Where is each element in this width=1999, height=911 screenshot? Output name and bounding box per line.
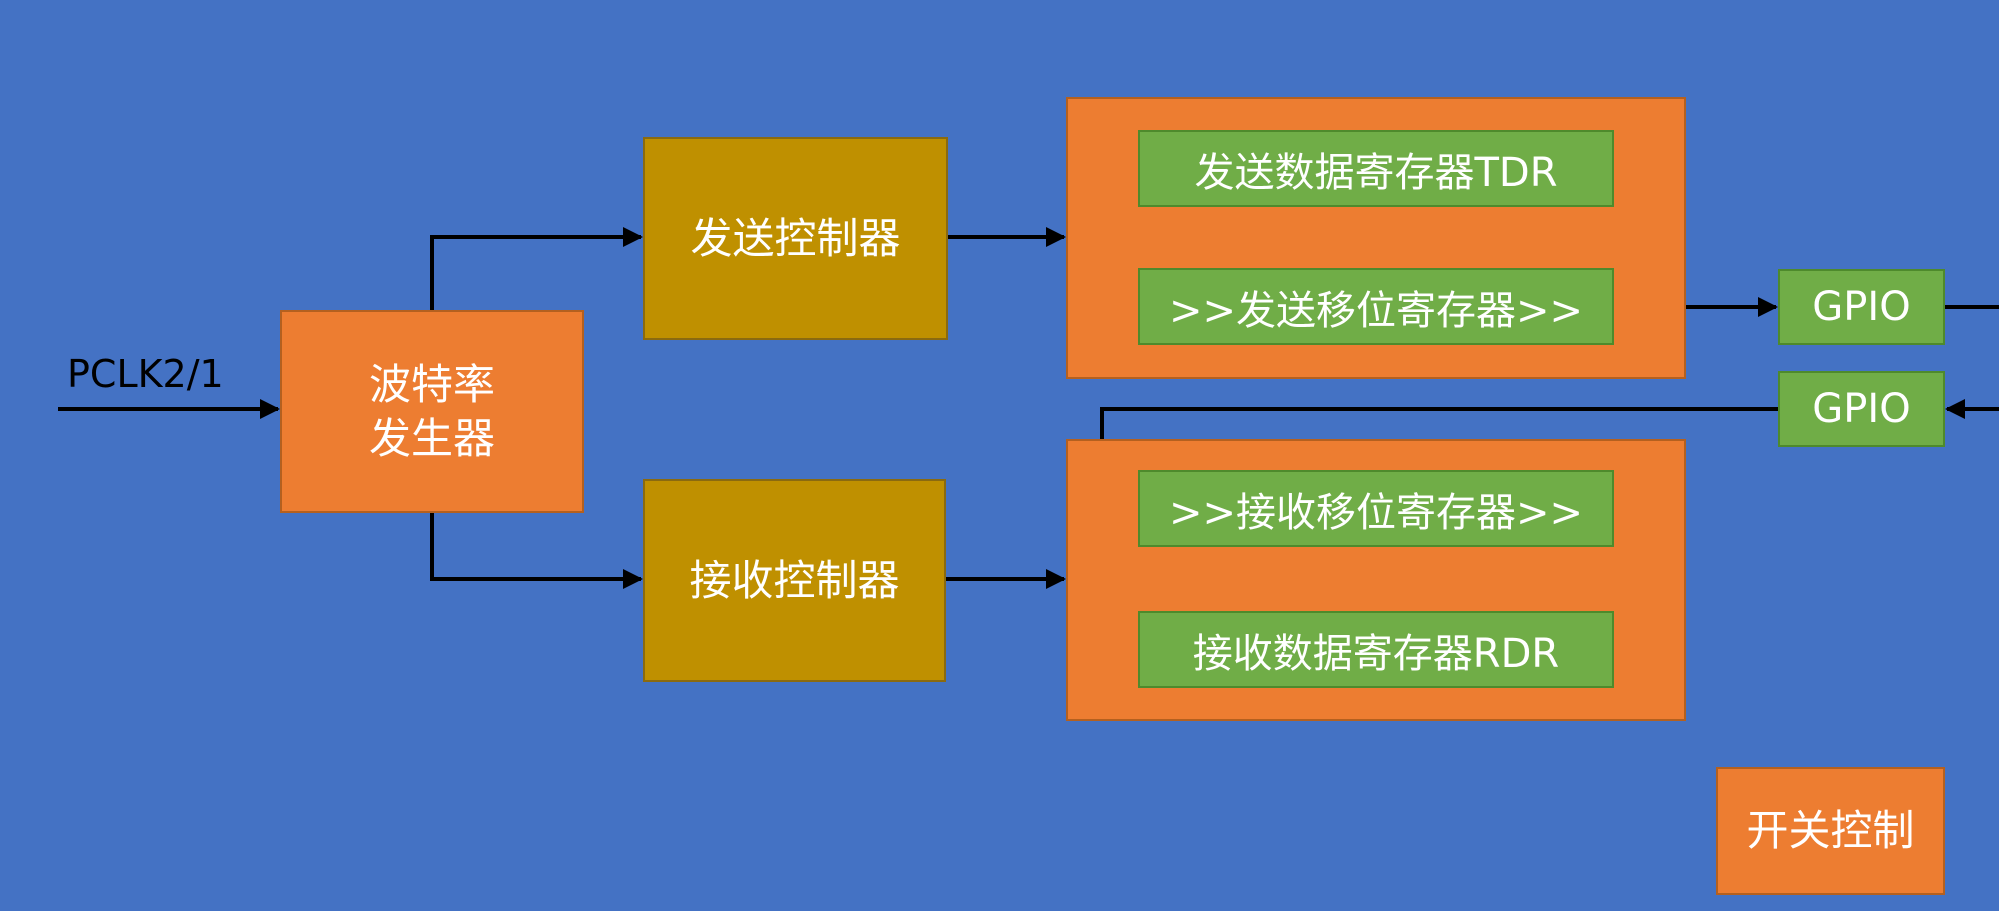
rx-shift-register: >>接收移位寄存器>> [1138,470,1614,547]
rx-data-register-rdr: 接收数据寄存器RDR [1138,611,1614,688]
switch-control: 开关控制 [1716,767,1945,895]
wire-baud-to-rx-controller [430,513,643,589]
gpio-rx-pin: GPIO [1778,371,1945,447]
wire-baud-to-tx-controller [430,227,643,310]
gpio-tx-pin: GPIO [1778,269,1945,345]
tx-controller: 发送控制器 [643,137,948,340]
tx-shift-register: >>发送移位寄存器>> [1138,268,1614,345]
pclk-label: PCLK2/1 [67,352,224,396]
baud-rate-generator: 波特率 发生器 [280,310,584,513]
tx-data-register-tdr: 发送数据寄存器TDR [1138,130,1614,207]
rx-controller: 接收控制器 [643,479,946,682]
